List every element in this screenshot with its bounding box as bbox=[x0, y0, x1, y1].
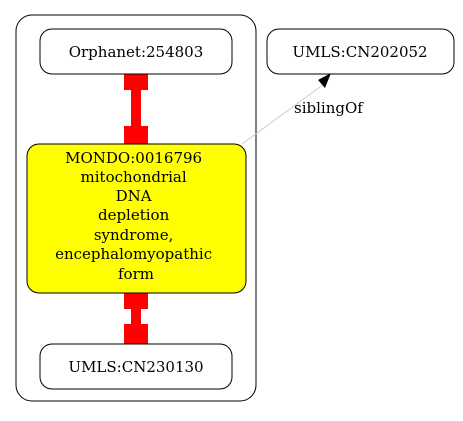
node-mondo-0016796[interactable]: MONDO:0016796 mitochondrial DNA depletio… bbox=[26, 143, 247, 294]
edge-label-sibling-of: siblingOf bbox=[294, 99, 364, 117]
node-umls-cn202052[interactable]: UMLS:CN202052 bbox=[266, 28, 455, 75]
edge-arrowhead bbox=[318, 73, 331, 88]
mondo-line: depletion bbox=[98, 206, 170, 224]
cluster-box bbox=[15, 14, 257, 402]
node-umls-cn230130[interactable]: UMLS:CN230130 bbox=[39, 343, 233, 390]
node-label: UMLS:CN202052 bbox=[292, 43, 427, 61]
mondo-line: mitochondrial bbox=[81, 168, 187, 186]
mondo-line: syndrome, bbox=[94, 226, 174, 244]
mondo-node-box bbox=[26, 143, 247, 294]
node-orphanet-254803[interactable]: Orphanet:254803 bbox=[39, 28, 233, 75]
mondo-node-label: MONDO:0016796 mitochondrial DNA depletio… bbox=[55, 149, 217, 283]
edge-orphanet-mondo bbox=[124, 68, 148, 147]
edge-mondo-umls-cn230130 bbox=[124, 288, 148, 345]
mondo-line: MONDO:0016796 bbox=[65, 149, 202, 167]
mondo-line: encephalomyopathic bbox=[55, 245, 212, 263]
mondo-line: form bbox=[118, 265, 154, 283]
mondo-line: DNA bbox=[116, 187, 152, 205]
node-label: UMLS:CN230130 bbox=[68, 358, 203, 376]
node-label: Orphanet:254803 bbox=[69, 43, 204, 61]
edge-sibling-of: siblingOf bbox=[241, 73, 364, 145]
